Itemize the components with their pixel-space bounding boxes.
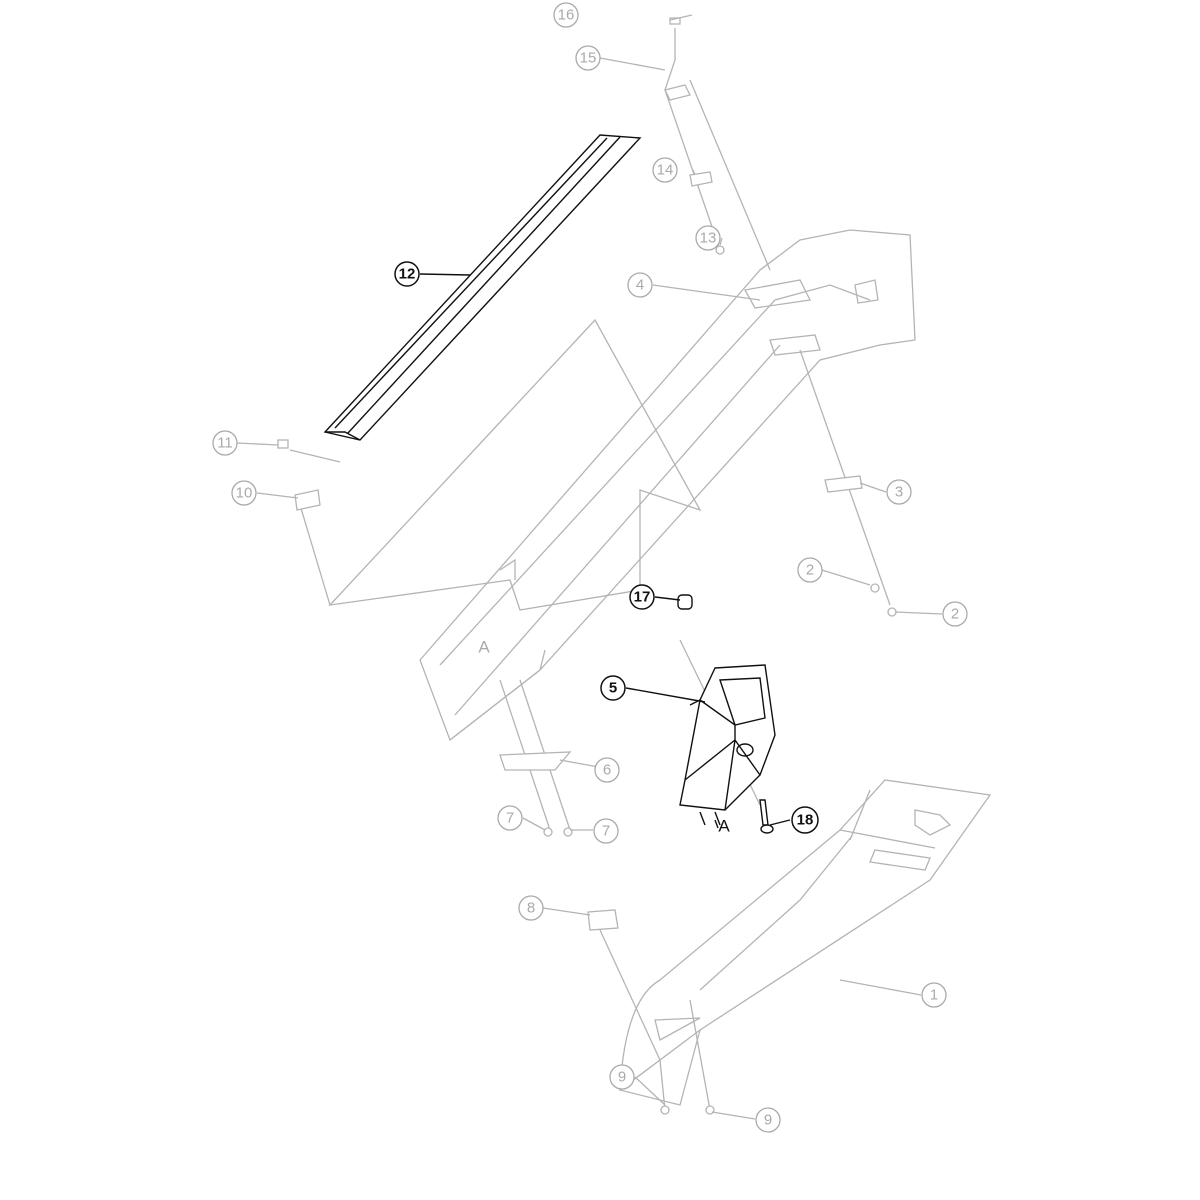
part-14-clip <box>689 171 713 187</box>
svg-text:14: 14 <box>657 162 674 179</box>
svg-text:1: 1 <box>930 987 938 1004</box>
svg-text:2: 2 <box>806 562 814 579</box>
callout-7a: 7 <box>497 805 523 831</box>
svg-text:16: 16 <box>558 7 575 24</box>
callout-6: 6 <box>594 757 620 783</box>
callout-12: 12 <box>394 261 420 287</box>
part-11-screw <box>277 439 289 449</box>
callout-1: 1 <box>921 982 947 1008</box>
part-7-screw-b <box>563 827 573 837</box>
part-9-screw-b <box>705 1105 715 1115</box>
callout-17: 17 <box>629 584 655 610</box>
part-2-washer <box>887 607 897 617</box>
svg-text:17: 17 <box>634 589 651 606</box>
callout-9b: 9 <box>755 1107 781 1133</box>
svg-text:7: 7 <box>506 810 514 827</box>
svg-text:10: 10 <box>236 485 253 502</box>
part-18-screw <box>759 799 774 834</box>
callout-18: 18 <box>791 806 819 834</box>
part-17-nut <box>677 594 693 610</box>
part-2-screw <box>870 583 880 593</box>
part-13-screw <box>715 245 725 255</box>
callout-11: 11 <box>212 430 238 456</box>
part-9-screw-a <box>660 1105 670 1115</box>
svg-text:7: 7 <box>602 823 610 840</box>
part-10-clip <box>294 489 321 511</box>
callout-7b: 7 <box>593 818 619 844</box>
svg-text:11: 11 <box>217 435 233 452</box>
svg-text:9: 9 <box>764 1112 772 1129</box>
part-1-lower-housing <box>619 779 992 1106</box>
part-5-bracket <box>679 664 776 811</box>
part-3-clip <box>824 475 863 493</box>
callout-13: 13 <box>695 225 721 251</box>
part-8-plug <box>587 909 619 931</box>
svg-text:15: 15 <box>580 50 597 67</box>
svg-text:5: 5 <box>609 680 617 697</box>
marker-a-lower: A <box>718 817 730 836</box>
callout-16: 16 <box>553 2 579 28</box>
svg-text:13: 13 <box>700 230 717 247</box>
part-a-lines <box>699 811 721 829</box>
callout-leaders <box>236 14 943 1120</box>
svg-text:6: 6 <box>603 762 611 779</box>
svg-text:4: 4 <box>636 277 644 294</box>
callout-15: 15 <box>575 45 601 71</box>
main-frame <box>328 229 916 742</box>
callout-8: 8 <box>518 895 544 921</box>
callout-14: 14 <box>652 157 678 183</box>
callout-9a: 9 <box>609 1064 635 1090</box>
part-16-screw <box>669 17 681 25</box>
callout-2a: 2 <box>797 557 823 583</box>
svg-text:9: 9 <box>618 1069 626 1086</box>
part-15-clip <box>664 84 691 101</box>
part-6-bracket <box>499 751 572 771</box>
callout-5: 5 <box>600 675 626 701</box>
svg-text:18: 18 <box>797 812 814 829</box>
marker-a-upper: A <box>478 638 490 657</box>
hardware-parts <box>277 17 897 1115</box>
svg-text:12: 12 <box>399 266 416 283</box>
callout-3: 3 <box>886 479 912 505</box>
callout-4: 4 <box>627 272 653 298</box>
part-7-screw-a <box>543 827 553 837</box>
svg-text:3: 3 <box>895 484 903 501</box>
callout-2b: 2 <box>942 601 968 627</box>
svg-text:8: 8 <box>527 900 535 917</box>
callout-10: 10 <box>231 480 257 506</box>
part-12-trim-strip <box>323 134 642 441</box>
svg-text:2: 2 <box>951 606 959 623</box>
